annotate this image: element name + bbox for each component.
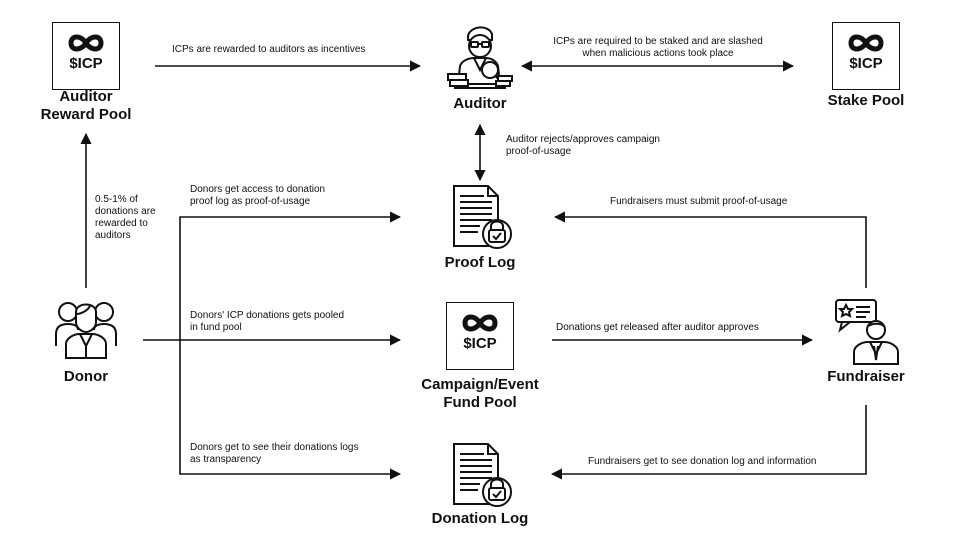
campaign-fund-pool-label: Campaign/Event Fund Pool	[421, 376, 539, 411]
edge-label-auditor-stake: ICPs are required to be staked and are s…	[553, 36, 763, 59]
auditor-label: Auditor	[453, 95, 507, 112]
infinity-icon	[462, 314, 498, 332]
edge-label-fundraiser-to-donation-log: Fundraisers get to see donation log and …	[588, 456, 817, 467]
edge-label-auditor-proof: Auditor rejects/approves campaign proof-…	[506, 134, 660, 157]
infinity-icon	[68, 34, 104, 52]
donor-label: Donor	[63, 368, 109, 385]
stake-pool-label: Stake Pool	[827, 92, 905, 109]
auditor-reward-pool-box: $ICP	[52, 22, 120, 90]
arrow-fundraiser-to-donation-log	[550, 405, 867, 480]
fundraiser-icon	[835, 299, 899, 365]
token-label: $ICP	[463, 335, 497, 352]
arrow-donor-to-donation-log	[179, 340, 402, 480]
edge-label-donor-to-fund: Donors' ICP donations gets pooled in fun…	[190, 310, 345, 333]
edge-label-reward-to-auditor: ICPs are rewarded to auditors as incenti…	[172, 44, 366, 55]
auditor-reward-pool-label: Auditor Reward Pool	[40, 88, 132, 123]
document-lock-icon	[453, 443, 512, 507]
donation-log-label: Donation Log	[431, 510, 529, 527]
stake-pool-box: $ICP	[832, 22, 900, 90]
auditor-icon	[447, 26, 513, 89]
arrow-donor-to-proof	[179, 211, 402, 340]
arrow-fundraiser-to-proof	[553, 211, 867, 288]
edge-label-donor-to-proof: Donors get access to donation proof log …	[190, 184, 326, 207]
token-label: $ICP	[849, 55, 883, 72]
donor-group-icon	[55, 302, 117, 359]
infinity-icon	[848, 34, 884, 52]
edge-label-fundraiser-to-proof: Fundraisers must submit proof-of-usage	[610, 196, 788, 207]
edge-label-fund-to-fundraiser: Donations get released after auditor app…	[556, 322, 759, 333]
edge-label-donor-to-donation-log: Donors get to see their donations logs a…	[190, 442, 359, 465]
campaign-fund-pool-box: $ICP	[446, 302, 514, 370]
document-lock-icon	[453, 185, 512, 249]
proof-log-label: Proof Log	[444, 254, 516, 271]
token-label: $ICP	[69, 55, 103, 72]
fundraiser-label: Fundraiser	[827, 368, 905, 385]
edge-label-donor-to-reward: 0.5-1% of donations are rewarded to audi…	[95, 194, 156, 241]
